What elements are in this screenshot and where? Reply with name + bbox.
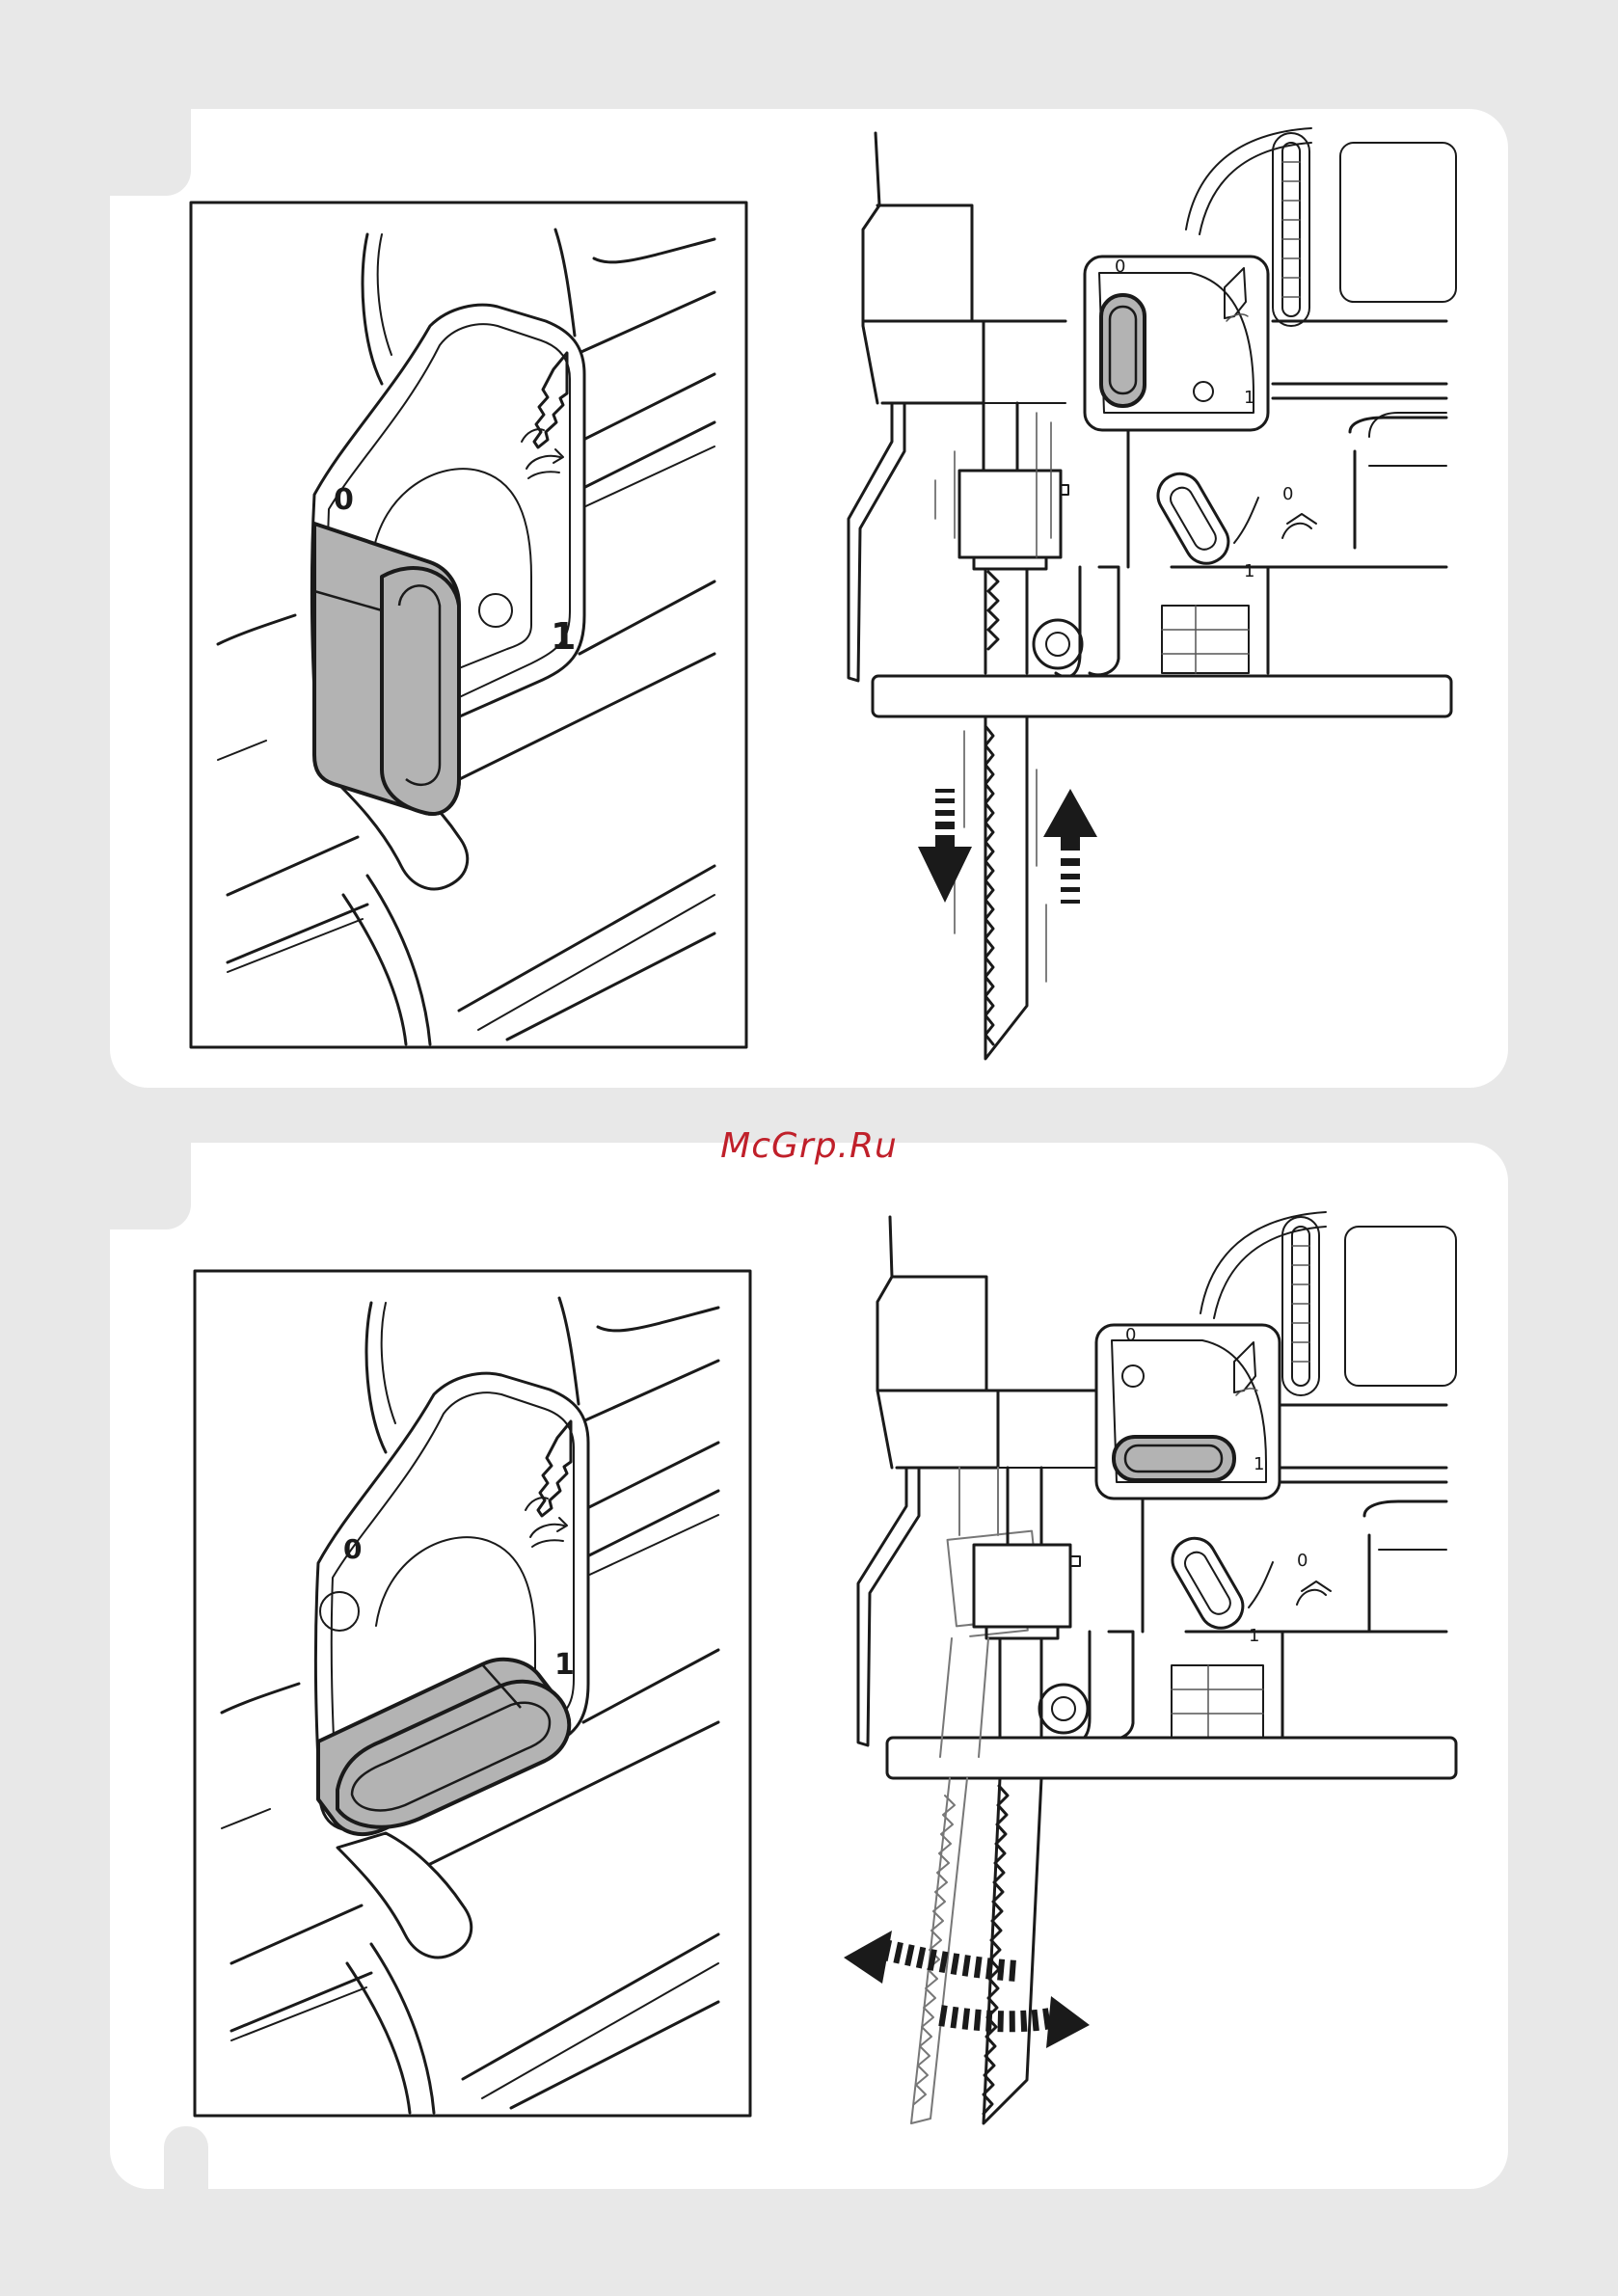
base-plate bbox=[873, 676, 1451, 716]
lever-label-on: 1 bbox=[1249, 1626, 1259, 1646]
closeup-orbital: 0 1 bbox=[193, 1269, 752, 2118]
dial-label-off: 0 bbox=[1125, 1325, 1136, 1345]
lever-label-off: 0 bbox=[1297, 1551, 1308, 1571]
mode-knob-horizontal[interactable] bbox=[1114, 1437, 1234, 1480]
base-plate bbox=[887, 1738, 1456, 1778]
mode-knob-vertical[interactable] bbox=[314, 524, 459, 814]
dial-label-on: 1 bbox=[1254, 1454, 1264, 1474]
dial-label-off: 0 bbox=[1115, 257, 1125, 277]
saw-blade bbox=[984, 1778, 1041, 2123]
dial-label-off: 0 bbox=[334, 483, 354, 517]
arrow-up bbox=[1043, 789, 1097, 904]
pendulum-icon bbox=[1282, 514, 1316, 538]
top-panel-tab bbox=[110, 109, 191, 196]
pendulum-lever[interactable] bbox=[1165, 1530, 1251, 1635]
jigsaw-linear: 0 1 0 1 bbox=[829, 133, 1456, 1088]
dial-label-on: 1 bbox=[551, 615, 576, 658]
lever-label-off: 0 bbox=[1282, 484, 1293, 504]
jigsaw-orbital: 0 1 0 1 bbox=[844, 1217, 1461, 2181]
dial-label-off: 0 bbox=[343, 1533, 362, 1565]
lever-label-on: 1 bbox=[1244, 561, 1254, 581]
bottom-panel-notch bbox=[164, 2126, 208, 2189]
dial-label-on: 1 bbox=[1244, 388, 1254, 408]
closeup-linear: 0 1 bbox=[189, 201, 748, 1049]
mode-knob-vertical[interactable] bbox=[1101, 295, 1145, 406]
mode-dial-linear[interactable]: 0 1 bbox=[1085, 257, 1268, 430]
mode-dial-orbital[interactable]: 0 1 bbox=[1096, 1325, 1280, 1499]
dial-label-on: 1 bbox=[554, 1648, 575, 1682]
pendulum-lever[interactable] bbox=[1150, 466, 1236, 571]
pendulum-icon bbox=[1297, 1581, 1331, 1605]
arrow-swing-right bbox=[940, 1996, 1090, 2048]
watermark: McGrp.Ru bbox=[0, 1126, 1618, 1166]
